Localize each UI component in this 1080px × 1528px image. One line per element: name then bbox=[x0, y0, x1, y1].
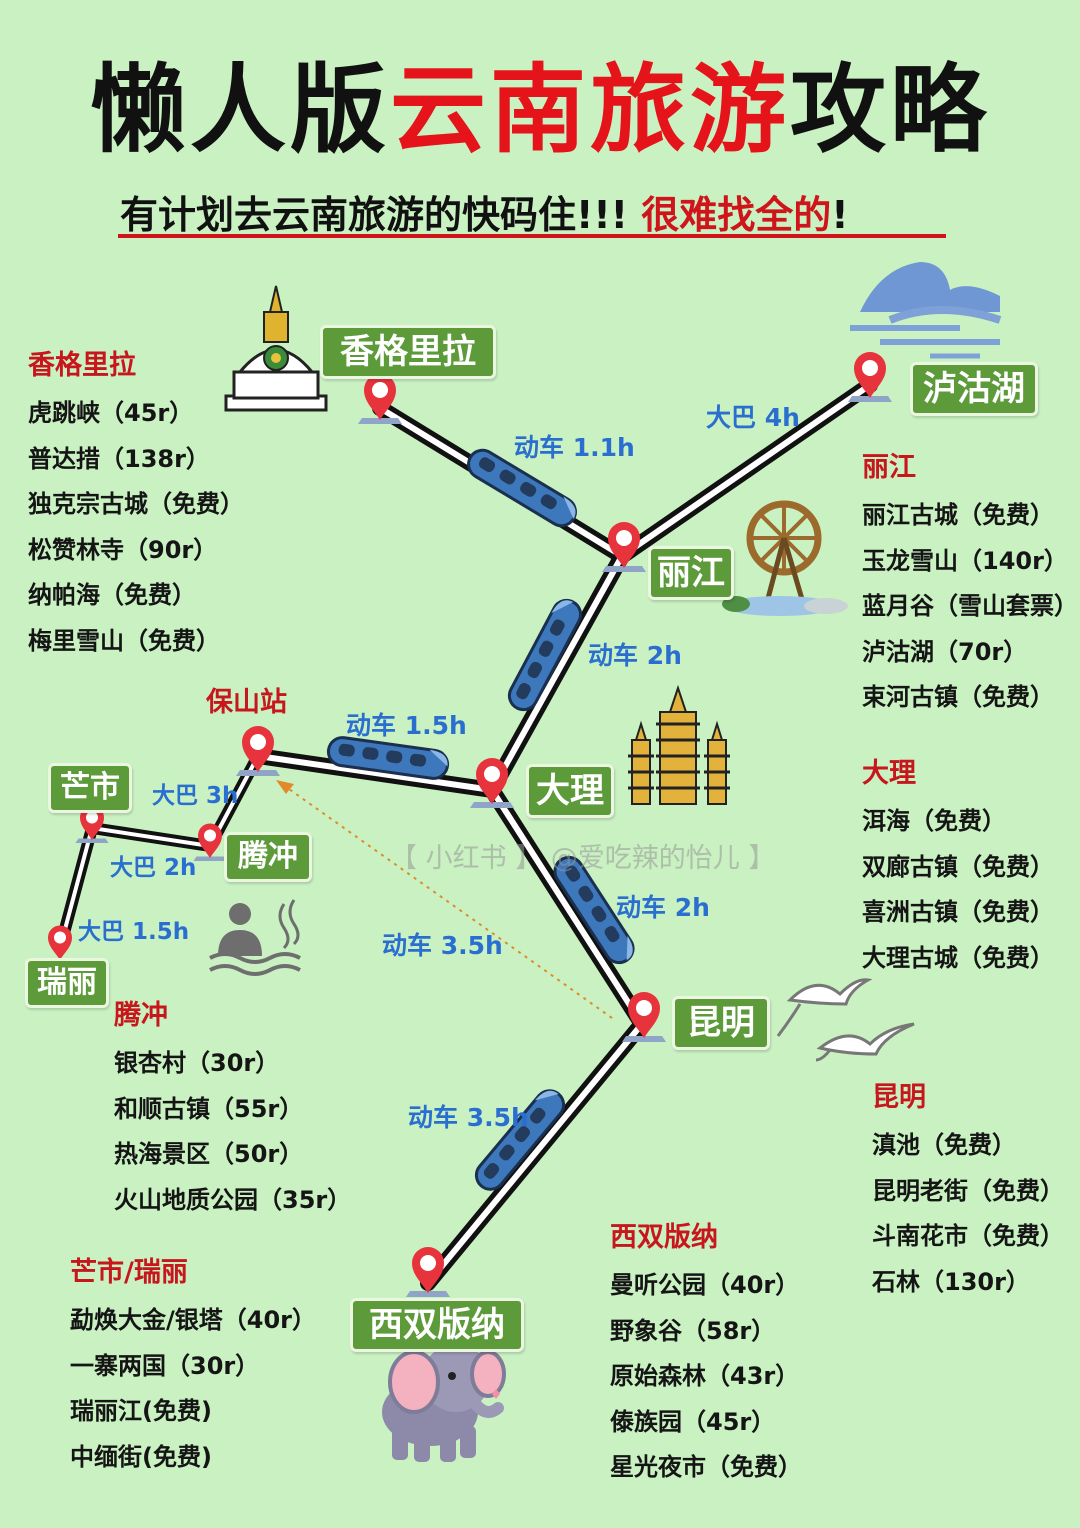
route-label-ruili-mangshi: 大巴 1.5h bbox=[78, 919, 190, 945]
elephant-icon bbox=[382, 1344, 506, 1462]
list-item: 梅里雪山（免费） bbox=[28, 626, 220, 655]
route-label-kunming-xishuangbanna: 动车 3.5h bbox=[408, 1103, 529, 1132]
hot-spring-icon bbox=[209, 899, 301, 976]
region-title: 腾冲 bbox=[114, 1000, 168, 1031]
seagull-icon bbox=[776, 978, 915, 1062]
city-label-tengchong: 腾冲 bbox=[224, 832, 312, 882]
list-item: 玉龙雪山（140r） bbox=[862, 546, 1068, 575]
city-label-ruili: 瑞丽 bbox=[25, 958, 109, 1008]
region-dali: 大理 洱海（免费） 双廊古镇（免费） 喜洲古镇（免费） 大理古城（免费） bbox=[862, 754, 1054, 981]
region-shangrila: 香格里拉 虎跳峡（45r） 普达措（138r） 独克宗古城（免费） 松赞林寺（9… bbox=[28, 346, 244, 664]
list-item: 和顺古镇（55r） bbox=[114, 1094, 304, 1123]
list-item: 丽江古城（免费） bbox=[862, 501, 1054, 529]
baoshan-label-text: 保山站 bbox=[206, 687, 287, 718]
region-title: 昆明 bbox=[872, 1082, 926, 1113]
page-title: 懒人版云南旅游攻略 bbox=[0, 50, 1080, 170]
city-label-luguhu: 泸沽湖 bbox=[910, 362, 1038, 416]
subtitle: 有计划去云南旅游的快码住!!! 很难找全的! bbox=[120, 190, 960, 240]
region-title: 大理 bbox=[862, 758, 916, 789]
route-label-baoshan-dali: 动车 1.5h bbox=[346, 711, 467, 740]
watermark: 【 小红书 】 @爱吃辣的怡儿 】 bbox=[390, 843, 776, 874]
city-label-dali: 大理 bbox=[526, 764, 614, 818]
list-item: 虎跳峡（45r） bbox=[28, 399, 194, 427]
region-kunming: 昆明 滇池（免费） 昆明老街（免费） 斗南花市（免费） 石林（130r） bbox=[872, 1078, 1064, 1305]
list-item: 普达措（138r） bbox=[28, 444, 210, 473]
list-item: 束河古镇（免费） bbox=[862, 683, 1054, 711]
region-lijiang: 丽江 丽江古城（免费） 玉龙雪山（140r） 蓝月谷（雪山套票） 泸沽湖（70r… bbox=[862, 448, 1078, 721]
waterwheel-icon bbox=[722, 500, 848, 616]
region-title: 西双版纳 bbox=[610, 1222, 718, 1253]
route-label-dali-kunming: 动车 2h bbox=[616, 893, 710, 922]
route-label-shangrila-lijiang: 动车 1.1h bbox=[514, 433, 635, 462]
list-item: 星光夜市（免费） bbox=[610, 1453, 802, 1481]
subtitle-highlight: 很难找全的 bbox=[641, 193, 832, 237]
list-item: 中缅街(免费) bbox=[70, 1442, 212, 1471]
list-item: 热海景区（50r） bbox=[114, 1140, 304, 1168]
region-mangshi-ruili: 芒市/瑞丽 勐焕大金/银塔（40r） 一寨两国（30r） 瑞丽江(免费) 中缅街… bbox=[70, 1253, 316, 1480]
list-item: 一寨两国（30r） bbox=[70, 1351, 260, 1380]
route-label-mangshi-tengchong: 大巴 2h bbox=[110, 855, 197, 881]
city-label-xishuangbanna: 西双版纳 bbox=[350, 1298, 524, 1352]
subtitle-text: 有计划去云南旅游的快码住!!! bbox=[120, 193, 642, 237]
list-item: 曼听公园（40r） bbox=[610, 1271, 800, 1299]
list-item: 洱海（免费） bbox=[862, 807, 1006, 835]
list-item: 火山地质公园（35r） bbox=[114, 1185, 352, 1214]
list-item: 银杏村（30r） bbox=[114, 1049, 280, 1077]
list-item: 瑞丽江(免费) bbox=[70, 1397, 212, 1425]
list-item: 滇池（免费） bbox=[872, 1131, 1016, 1159]
city-label-kunming: 昆明 bbox=[672, 996, 770, 1050]
list-item: 斗南花市（免费） bbox=[872, 1222, 1064, 1250]
route-label-mangshi-baoshan: 大巴 3h bbox=[152, 783, 239, 809]
pagoda-icon bbox=[628, 684, 730, 805]
city-label-lijiang: 丽江 bbox=[648, 546, 734, 600]
list-item: 双廊古镇（免费） bbox=[862, 852, 1054, 881]
region-title: 丽江 bbox=[862, 452, 916, 483]
list-item: 勐焕大金/银塔（40r） bbox=[70, 1306, 316, 1334]
lake-mountain-icon bbox=[850, 262, 1002, 359]
list-item: 原始森林（43r） bbox=[610, 1362, 800, 1390]
region-title: 芒市/瑞丽 bbox=[70, 1257, 188, 1288]
region-xishuangbanna: 西双版纳 曼听公园（40r） 野象谷（58r） 原始森林（43r） 傣族园（45… bbox=[610, 1218, 802, 1491]
route-label-luguhu-lijiang: 大巴 4h bbox=[706, 403, 800, 432]
list-item: 蓝月谷（雪山套票） bbox=[862, 592, 1078, 620]
subtitle-tail: ! bbox=[831, 193, 849, 237]
list-item: 喜洲古镇（免费） bbox=[862, 898, 1054, 926]
region-title: 香格里拉 bbox=[28, 350, 136, 381]
city-label-mangshi: 芒市 bbox=[48, 763, 132, 813]
city-label-shangrila: 香格里拉 bbox=[320, 325, 496, 379]
region-tengchong: 腾冲 银杏村（30r） 和顺古镇（55r） 热海景区（50r） 火山地质公园（3… bbox=[114, 996, 351, 1223]
subtitle-underline bbox=[118, 234, 946, 238]
list-item: 大理古城（免费） bbox=[862, 943, 1054, 972]
list-item: 独克宗古城（免费） bbox=[28, 490, 244, 518]
route-label-kunming-baoshan: 动车 3.5h bbox=[382, 931, 503, 960]
list-item: 傣族园（45r） bbox=[610, 1407, 776, 1436]
list-item: 泸沽湖（70r） bbox=[862, 637, 1028, 666]
list-item: 石林（130r） bbox=[872, 1267, 1030, 1296]
title-highlight: 云南旅游 bbox=[390, 54, 790, 166]
route-label-lijiang-dali: 动车 2h bbox=[588, 641, 682, 670]
title-part-1: 懒人版 bbox=[90, 54, 390, 166]
city-label-baoshan: 保山站 bbox=[206, 683, 287, 728]
title-part-2: 攻略 bbox=[790, 54, 990, 166]
stupa-icon bbox=[224, 285, 328, 412]
list-item: 松赞林寺（90r） bbox=[28, 535, 218, 564]
list-item: 野象谷（58r） bbox=[610, 1316, 776, 1345]
list-item: 纳帕海（免费） bbox=[28, 581, 196, 609]
list-item: 昆明老街（免费） bbox=[872, 1176, 1064, 1205]
